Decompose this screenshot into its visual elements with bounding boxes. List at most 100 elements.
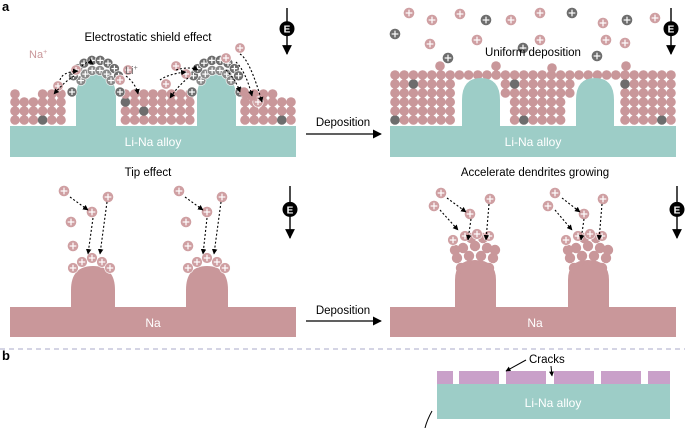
na-atom	[454, 70, 465, 80]
na-atom	[592, 70, 603, 80]
ion-path	[211, 201, 222, 255]
li-ion	[442, 52, 454, 64]
na-atom	[500, 70, 511, 80]
ion-path	[53, 75, 75, 95]
na-atom	[139, 89, 149, 99]
layer-segment	[437, 371, 453, 385]
na-atom	[267, 106, 278, 116]
na-atom	[638, 106, 649, 116]
li-ion	[591, 50, 603, 62]
dendrite-tip-cluster	[447, 228, 614, 274]
na-atom	[445, 115, 456, 125]
na-atom	[10, 89, 20, 99]
na-atom	[509, 88, 520, 98]
na-atom	[436, 97, 446, 107]
na-atom	[28, 97, 39, 107]
layer-segment	[554, 371, 594, 385]
na-ion	[170, 60, 182, 72]
electric-field-icon: E	[663, 8, 679, 55]
na-atom	[629, 88, 639, 98]
na-ion	[76, 256, 88, 268]
na-atom	[148, 89, 158, 99]
na-ion	[584, 228, 596, 240]
na-atom	[489, 244, 501, 256]
panel-b-cracks: Li-Na alloy Cracks	[424, 354, 670, 428]
na-atom	[399, 97, 410, 107]
na-ion	[180, 68, 192, 80]
li-atom	[620, 79, 630, 89]
na-ion	[182, 240, 194, 252]
panel-a-label: a	[2, 0, 10, 14]
na-ion	[483, 230, 495, 242]
na-atom	[620, 97, 630, 107]
na-atom	[596, 262, 608, 274]
na-atom	[408, 115, 419, 125]
na-atom	[547, 63, 557, 73]
na-ion	[424, 38, 436, 50]
na-atom	[487, 252, 499, 264]
na-ion	[542, 200, 554, 212]
na-atom	[657, 97, 667, 107]
na-atom	[286, 115, 296, 125]
na-atom	[638, 115, 649, 125]
deposition-arrow-top: Deposition	[306, 117, 382, 139]
na-atom	[457, 242, 469, 254]
na-atom	[500, 79, 511, 89]
field-symbol: E	[287, 205, 294, 216]
electric-field-icon: E	[282, 186, 298, 239]
na-ion	[447, 234, 459, 246]
na-atom	[427, 115, 437, 125]
na-atom	[427, 88, 437, 98]
na-atom	[157, 115, 167, 125]
na-atom	[445, 97, 456, 107]
dendrite	[462, 78, 500, 128]
li-ion	[66, 86, 78, 98]
incoming-ions	[428, 187, 609, 220]
ion-path	[235, 61, 254, 97]
na-atom	[435, 61, 445, 71]
dendrite	[76, 74, 116, 128]
layer-segment	[601, 371, 641, 385]
na-atom	[562, 244, 574, 256]
na-atom	[638, 97, 649, 107]
na-atom	[620, 70, 630, 80]
na-atom	[417, 115, 428, 125]
na-atom	[570, 242, 582, 254]
na-ion	[578, 208, 590, 220]
na-ion	[597, 193, 609, 205]
ion-path	[85, 217, 94, 255]
na-atom	[555, 115, 566, 125]
na-atom	[408, 106, 419, 116]
panel-title: Electrostatic shield effect	[85, 32, 213, 44]
na-atom	[574, 70, 584, 80]
na-atom	[139, 97, 149, 107]
ion-path	[97, 201, 108, 255]
li-atom	[519, 115, 529, 125]
cracks-label: Cracks	[529, 354, 565, 366]
li-atom	[408, 79, 419, 89]
na-atom	[37, 115, 48, 125]
na-atom	[528, 115, 538, 125]
na-atom	[666, 97, 676, 107]
na-ion	[86, 206, 98, 218]
na-atom	[239, 87, 249, 97]
cracked-layer	[437, 371, 670, 385]
na-atom	[19, 97, 30, 107]
na-atom	[537, 106, 547, 116]
ion-path	[578, 218, 585, 241]
na-atom	[286, 106, 296, 116]
na-atom	[565, 70, 575, 80]
na-atom	[657, 70, 667, 80]
na-atom	[666, 106, 676, 116]
li-ion	[225, 75, 237, 86]
na-atom	[455, 262, 467, 274]
na-atom	[129, 106, 140, 116]
ion-path	[225, 69, 242, 93]
na-atom	[277, 97, 287, 107]
na-ion	[471, 34, 483, 46]
na-atom	[528, 70, 538, 80]
na-ion	[220, 52, 232, 64]
na-atom	[427, 70, 437, 80]
na-atom	[445, 88, 456, 98]
